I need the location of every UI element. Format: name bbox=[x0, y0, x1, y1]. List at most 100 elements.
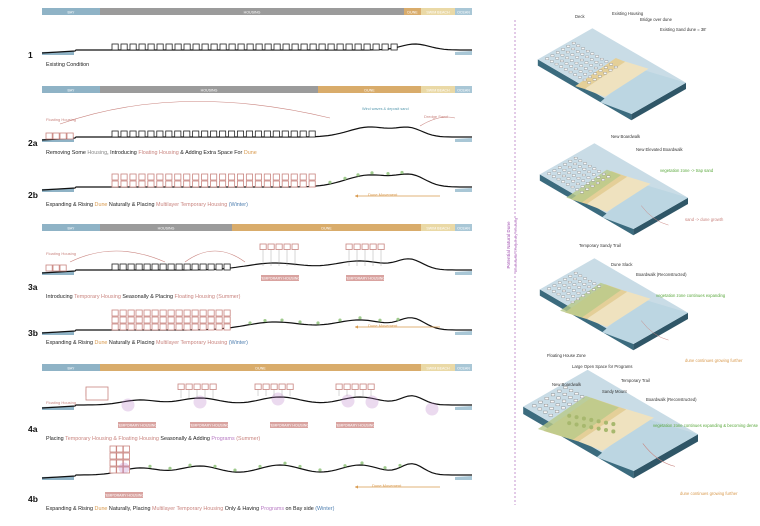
caption-part: Introducing bbox=[46, 294, 74, 300]
house bbox=[199, 309, 207, 317]
iso-house bbox=[571, 47, 575, 51]
iso-house bbox=[570, 59, 574, 62]
section-caption: Removing Some Housing, Introducing Float… bbox=[46, 150, 257, 156]
house bbox=[119, 263, 127, 271]
program-circle bbox=[118, 462, 130, 474]
dune-movement-label: Dune Movement bbox=[372, 483, 402, 488]
house bbox=[165, 43, 173, 51]
iso-house bbox=[571, 180, 575, 183]
caption-part: Existing Condition bbox=[46, 62, 89, 68]
shrub bbox=[383, 466, 387, 470]
iso-label-existing_housing: Existing Housing bbox=[612, 11, 644, 16]
iso-tree bbox=[596, 426, 601, 431]
iso-house bbox=[562, 169, 567, 172]
iso-house bbox=[578, 274, 583, 277]
iso-house bbox=[582, 78, 587, 82]
house bbox=[201, 173, 209, 181]
iso-house bbox=[581, 294, 585, 297]
iso-house bbox=[572, 174, 576, 177]
axis-main-label: Potential Natural Dune bbox=[506, 221, 511, 269]
house bbox=[254, 173, 262, 181]
iso-tree bbox=[603, 428, 609, 433]
zone-label-housing: HOUSING bbox=[158, 226, 175, 230]
house bbox=[245, 130, 253, 138]
iso-house bbox=[581, 179, 585, 182]
iso-tree bbox=[596, 419, 601, 424]
zone-label-dune: DUNE bbox=[321, 226, 332, 230]
iso-house bbox=[562, 289, 566, 293]
iso-house bbox=[570, 300, 575, 304]
iso-house bbox=[576, 44, 581, 47]
ground-profile bbox=[41, 395, 472, 410]
caption-part: on Bay side bbox=[284, 506, 315, 512]
iso-house bbox=[580, 395, 585, 399]
house bbox=[219, 173, 227, 181]
zone-dune bbox=[404, 8, 421, 15]
house bbox=[282, 43, 290, 51]
iso-house bbox=[557, 287, 561, 290]
house bbox=[127, 323, 135, 331]
iso-house bbox=[566, 183, 570, 186]
iso-house bbox=[584, 67, 588, 70]
iso-house bbox=[532, 404, 537, 408]
vegetation bbox=[328, 170, 404, 184]
iso-house bbox=[581, 47, 585, 50]
zone-swim bbox=[421, 224, 455, 231]
iso-house bbox=[537, 407, 542, 411]
house bbox=[109, 466, 117, 474]
house bbox=[223, 309, 231, 317]
iso-house bbox=[550, 393, 556, 397]
iso-house bbox=[550, 54, 555, 57]
zone-label-dune: DUNE bbox=[364, 88, 375, 92]
section-caption: Expanding & Rising Dune Naturally & Plac… bbox=[46, 340, 248, 346]
iso-label-new_boardwalk: New Boardwalk bbox=[611, 134, 641, 139]
caption-part: Seasonally & Adding bbox=[159, 436, 211, 442]
iso-label-temporary_trail: Temporary Trail bbox=[621, 378, 650, 383]
iso-house bbox=[576, 292, 581, 295]
iso-label-temp_sandy_trail: Temporary Sandy Trail bbox=[579, 243, 621, 248]
iso-house bbox=[564, 68, 568, 71]
house bbox=[245, 180, 253, 188]
iso-house bbox=[566, 50, 570, 54]
shrub bbox=[396, 317, 400, 321]
iso-house bbox=[582, 168, 587, 171]
house bbox=[183, 180, 191, 188]
ground-line bbox=[41, 463, 472, 479]
house bbox=[207, 309, 215, 317]
house bbox=[223, 263, 231, 271]
house bbox=[120, 180, 128, 188]
temporary-housing-label: TEMPORARY HOUSING bbox=[335, 422, 375, 428]
iso-house bbox=[563, 386, 568, 389]
house bbox=[199, 323, 207, 331]
section-number: 2b bbox=[28, 190, 38, 200]
house bbox=[381, 43, 389, 51]
iso-house bbox=[571, 295, 575, 298]
iso-house bbox=[582, 173, 586, 177]
zone-label-swim: SWIM BEACH bbox=[426, 10, 450, 14]
caption-part: Dune bbox=[244, 150, 257, 156]
iso-house bbox=[576, 50, 580, 53]
iso-house bbox=[569, 65, 573, 68]
iso-house bbox=[572, 168, 577, 171]
house bbox=[183, 43, 191, 51]
house bbox=[363, 43, 371, 51]
house bbox=[156, 43, 164, 51]
temp-house bbox=[193, 383, 201, 390]
house bbox=[308, 130, 316, 138]
house bbox=[143, 316, 151, 324]
ocean-water bbox=[455, 331, 472, 335]
iso-house bbox=[554, 62, 559, 66]
iso-house bbox=[576, 297, 580, 301]
house bbox=[223, 323, 231, 331]
iso-house bbox=[559, 65, 563, 68]
iso-house bbox=[569, 389, 574, 392]
house bbox=[215, 263, 223, 271]
iso-house bbox=[548, 413, 553, 417]
iso-house bbox=[550, 60, 554, 63]
house bbox=[272, 173, 280, 181]
iso-house bbox=[577, 171, 581, 174]
iso-house bbox=[576, 177, 581, 180]
vegetation-area bbox=[560, 282, 621, 318]
